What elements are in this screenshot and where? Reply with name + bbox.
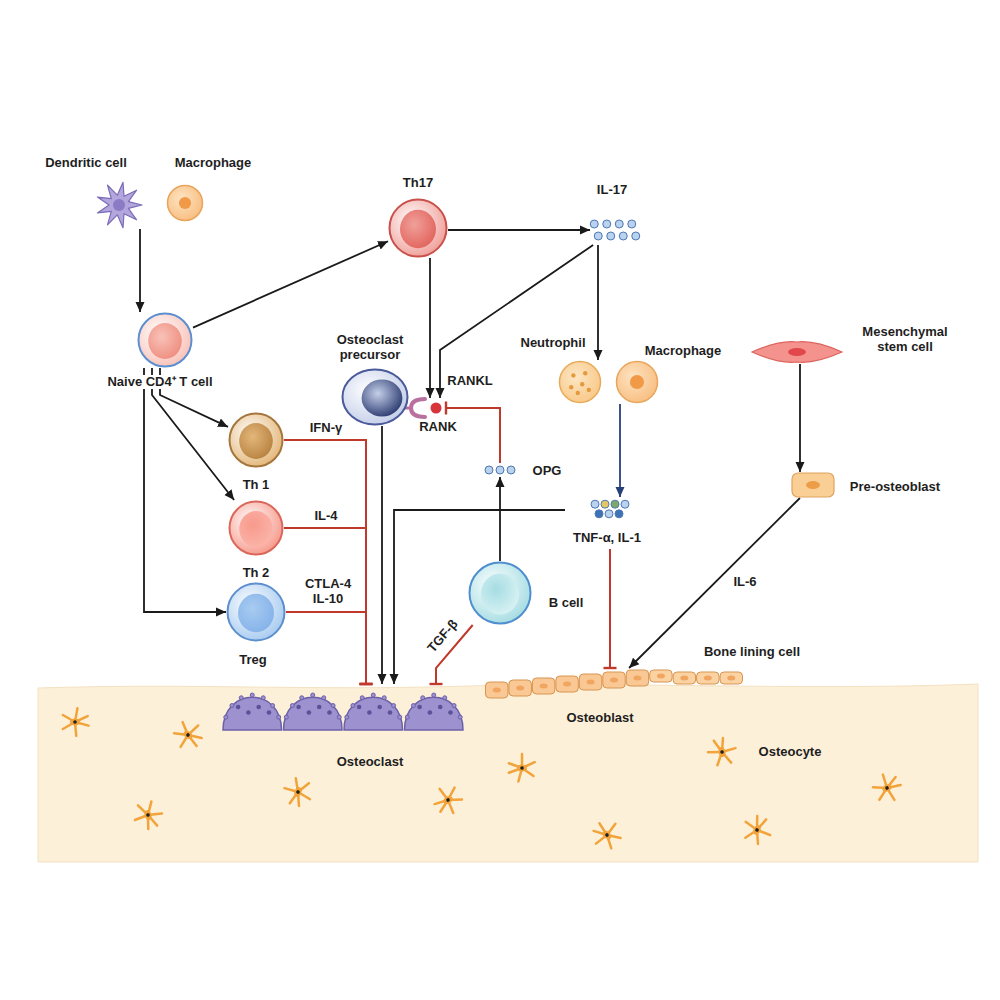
cell-node: Osteoclast precursor [341, 368, 409, 426]
arrow-connector [139, 229, 141, 312]
cell-node: Pre-osteoblast [791, 472, 835, 498]
cell-label: B cell [549, 596, 584, 611]
signal-label: CTLA-4 IL-10 [302, 577, 354, 607]
osteocyte-cell [706, 736, 738, 766]
osteocyte-cell [507, 753, 535, 783]
part-label: RANK [419, 420, 457, 435]
osteocyte-cell [63, 708, 89, 736]
cell-node: OPG [483, 463, 517, 477]
signal-label: IFN-γ [310, 421, 343, 436]
cell-label: TNF-α, IL-1 [573, 531, 641, 546]
lym-shape [137, 312, 193, 368]
arrow-connector [799, 364, 801, 472]
oc-shape [222, 684, 464, 730]
neut-shape [558, 360, 602, 404]
lym-shape [388, 198, 448, 258]
cell-node: Macrophage [615, 360, 659, 404]
cell-node: Neutrophil [558, 360, 602, 404]
osteocyte-cell [739, 812, 775, 847]
cell-label: Mesenchymal stem cell [855, 325, 955, 355]
cell-label: Macrophage [175, 156, 252, 171]
osteocyte-cell [588, 816, 626, 854]
lym-shape [228, 412, 284, 468]
signal-label: IL-6 [733, 575, 756, 590]
cell-label: Th17 [403, 176, 433, 191]
cell-label: OPG [533, 464, 562, 479]
dots-shape [592, 497, 632, 521]
preob-shape [791, 472, 835, 498]
part-label: Osteocyte [759, 745, 822, 760]
cell-label: Th 2 [243, 566, 270, 581]
mac-shape [615, 360, 659, 404]
cell-node: B cell [468, 561, 532, 625]
osteocyte-cell [280, 776, 315, 810]
cell-label: Macrophage [645, 344, 722, 359]
dots-shape [590, 215, 640, 245]
mac-shape [166, 184, 204, 222]
cell-label: Th 1 [243, 478, 270, 493]
cell-node: Osteoclast [222, 684, 464, 730]
cell-label: IL-17 [597, 183, 627, 198]
msc-shape [752, 340, 842, 364]
signal-label: IL-4 [314, 509, 337, 524]
arrow-connector [499, 477, 501, 561]
cell-label: Naive CD4⁺ T cell [104, 375, 215, 390]
cell-node: Mesenchymal stem cell [752, 340, 842, 364]
cell-label: Neutrophil [521, 336, 586, 351]
cell-node: Th 2 [228, 500, 284, 556]
cell-node: Th 1 [228, 412, 284, 468]
ob-shape [485, 668, 743, 698]
arrow-connector [448, 229, 590, 231]
arrow-connector [619, 404, 621, 497]
inhibition-connector [446, 408, 500, 463]
lym-shape [228, 500, 284, 556]
cell-node: Treg [226, 582, 286, 642]
cell-label: Pre-osteoblast [850, 480, 940, 495]
cell-label: RANKL [447, 374, 493, 389]
arrow-connector [193, 241, 388, 327]
cell-label: Dendritic cell [45, 156, 127, 171]
osteocyte-cell [870, 770, 905, 806]
arrow-connector [597, 245, 599, 360]
lym-shape [226, 582, 286, 642]
osteocyte-cell [429, 782, 465, 819]
cell-node: Osteoblast [485, 668, 743, 698]
cell-node: Macrophage [166, 184, 204, 222]
cell-node: IL-17 [590, 215, 640, 245]
bone-matrix [38, 684, 978, 862]
cell-label: Osteoclast [337, 755, 403, 770]
dots-shape [483, 463, 517, 477]
osteocyte-cell [170, 717, 207, 755]
arrow-connector [429, 258, 431, 398]
cell-label: Osteoclast precursor [325, 333, 415, 363]
cell-node: Dendritic cell [94, 181, 144, 229]
arrow-connector [144, 368, 226, 612]
arrow-connector [394, 510, 565, 684]
arrow-connector [381, 426, 383, 684]
cell-label: Treg [239, 653, 266, 668]
inhibition-connector [284, 440, 366, 684]
arrow-connector [629, 498, 800, 668]
inhibition-connector [609, 549, 611, 668]
lym-shape [341, 368, 409, 426]
cell-node: TNF-α, IL-1 [565, 497, 650, 549]
cell-node: Th17 [388, 198, 448, 258]
dc-shape [94, 181, 144, 229]
part-label: Bone lining cell [704, 645, 800, 660]
cell-label: Osteoblast [566, 711, 633, 726]
inhibition-connector [286, 612, 366, 684]
cell-node: RANKL [422, 398, 446, 418]
osteocyte-cell [131, 800, 165, 832]
inhibition-connector [284, 528, 366, 684]
lym-shape [468, 561, 532, 625]
signal-label: TGF-β [425, 617, 461, 656]
ligand-shape [422, 398, 446, 418]
cell-node: Naive CD4⁺ T cell [137, 312, 193, 368]
